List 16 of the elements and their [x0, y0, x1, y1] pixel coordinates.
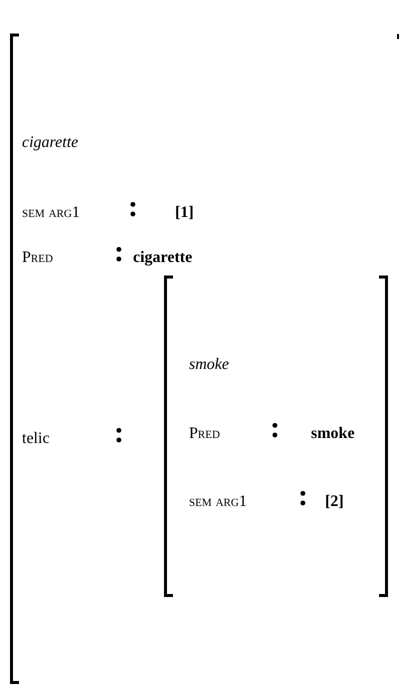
feature-name: Pred: [189, 425, 220, 443]
tag-label: [2]: [325, 493, 344, 511]
colon: :: [270, 413, 280, 443]
value-label: smoke: [311, 425, 355, 443]
feature-name: sem arg1: [189, 493, 247, 511]
feature-name: telic: [22, 430, 50, 448]
tag-label: [1]: [175, 204, 194, 222]
feature-name: Pred: [22, 249, 53, 267]
feature-name: sem arg1: [22, 204, 80, 222]
value-label: cigarette: [133, 249, 192, 267]
colon: :: [114, 237, 124, 267]
type-label: smoke: [189, 356, 229, 374]
colon: :: [128, 192, 138, 222]
colon: :: [298, 481, 308, 511]
colon: :: [114, 418, 124, 448]
type-label: cigarette: [22, 134, 78, 152]
